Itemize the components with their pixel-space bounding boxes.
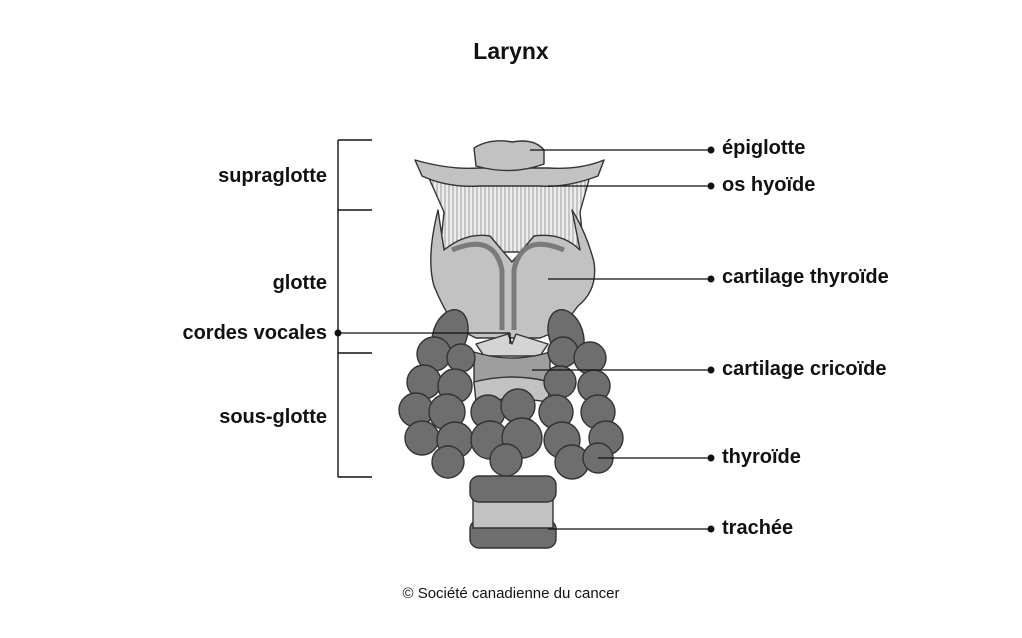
label-thyroid-cartilage: cartilage thyroïde [722,266,889,288]
label-trachea: trachée [722,517,793,539]
hyoid-bone-shape [414,159,605,187]
leader-lines [334,146,715,533]
label-hyoid-bone: os hyoïde [722,174,815,196]
left-brackets [337,139,372,478]
thyroid-gland-shape [398,309,624,480]
label-glottis: glotte [273,272,327,294]
label-vocal-cords: cordes vocales [182,322,327,344]
label-cricoid-cartilage: cartilage cricoïde [722,358,887,380]
diagram-title: Larynx [473,38,549,64]
label-epiglottis: épiglotte [722,137,805,159]
epiglottis-shape [473,140,545,172]
label-subglottis: sous-glotte [219,406,327,428]
label-supraglottis: supraglotte [218,165,327,187]
trachea-shape [469,475,557,549]
copyright-notice: © Société canadienne du cancer [402,585,619,602]
label-thyroid-gland: thyroïde [722,446,801,468]
larynx-illustration [398,140,624,549]
